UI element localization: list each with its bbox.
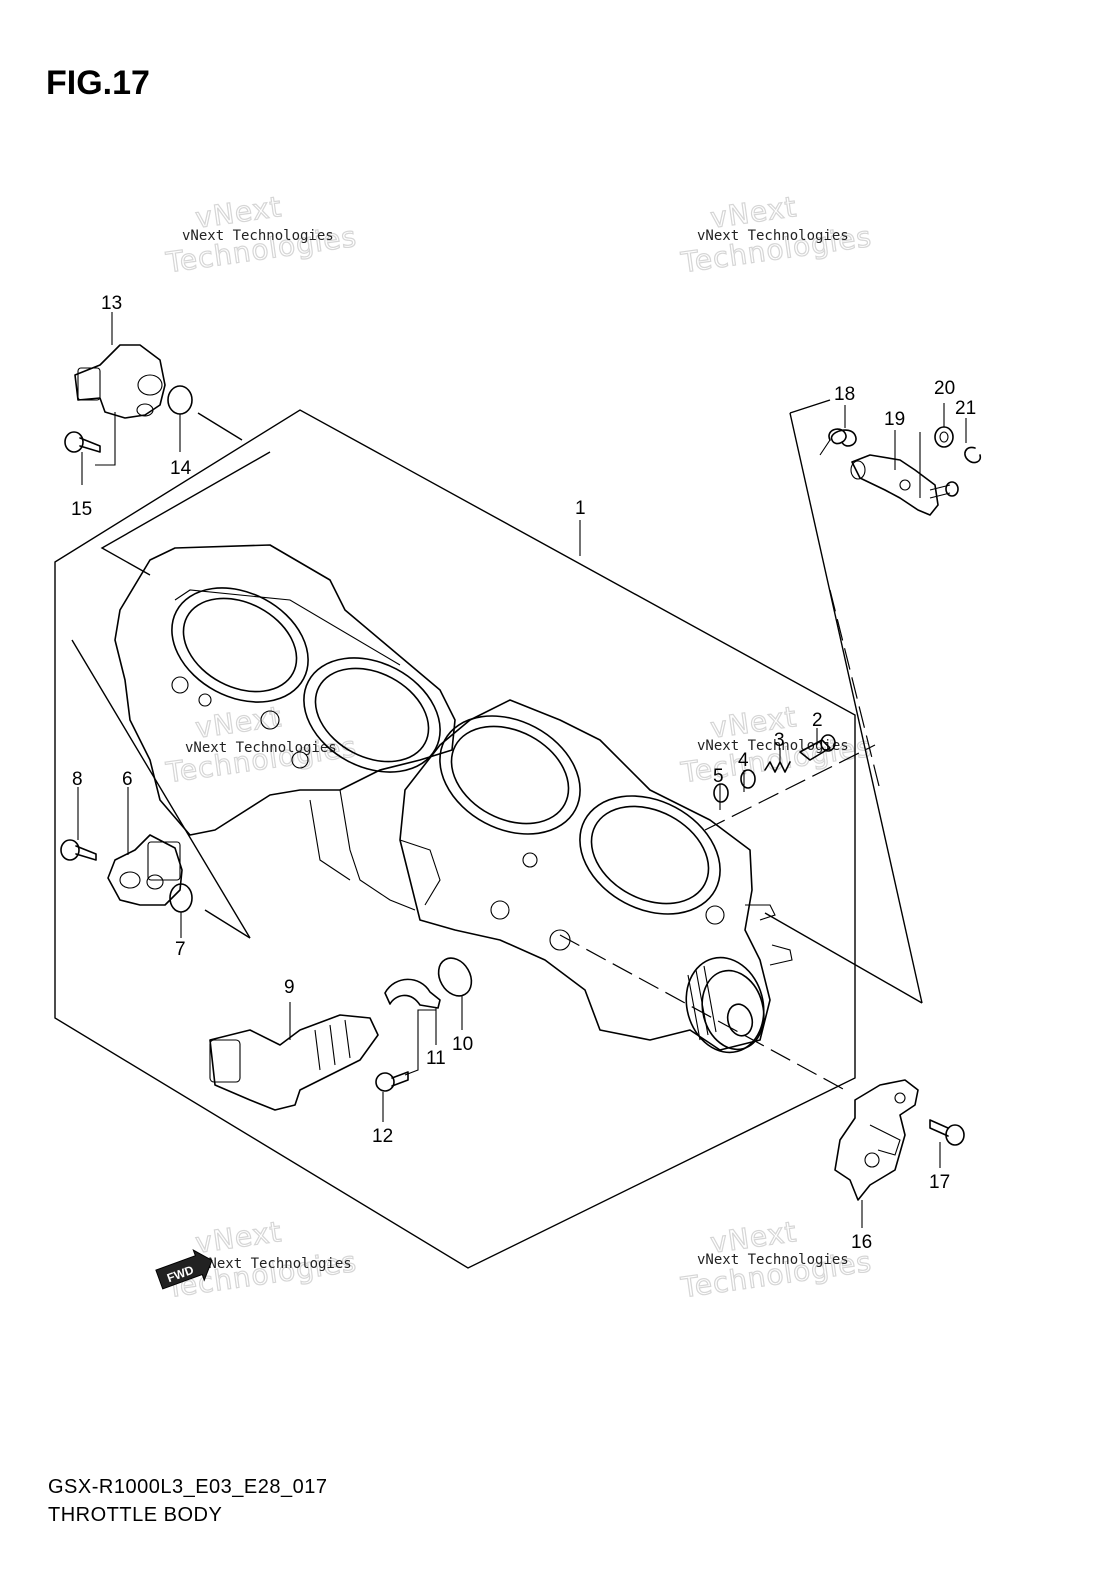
leader-15b <box>95 412 116 466</box>
washer-20 <box>934 426 954 448</box>
diagram-code: GSX-R1000L3_E03_E28_017 <box>48 1476 328 1498</box>
callout-17: 17 <box>929 1172 950 1193</box>
spring-3 <box>764 761 791 773</box>
figure-title: FIG.17 <box>46 64 150 102</box>
link-frame-right <box>789 399 831 414</box>
watermark-text: vNext Technologies <box>185 740 337 756</box>
callout-6: 6 <box>122 769 133 790</box>
watermark-technologies-big: Technologies <box>163 730 359 790</box>
callout-7: 7 <box>175 939 186 960</box>
lever-19 <box>850 454 959 516</box>
washer-4 <box>740 769 756 789</box>
oring-14 <box>167 385 193 415</box>
callout-14: 14 <box>170 458 192 479</box>
callout-21: 21 <box>955 398 976 419</box>
sensor-9 <box>209 1014 379 1111</box>
sensor-group-leader <box>100 451 271 576</box>
oring-10 <box>437 957 473 997</box>
callout-1: 1 <box>575 498 586 519</box>
watermark-text: vNext Technologies <box>200 1256 352 1272</box>
watermark-bottom-left: vNext Technologies <box>163 1214 360 1305</box>
watermark-text: vNext Technologies <box>697 738 849 754</box>
callout-11: 11 <box>426 1048 446 1069</box>
callout-16: 16 <box>851 1232 872 1253</box>
callout-8: 8 <box>72 769 83 790</box>
watermark-vnext-big: vNext <box>193 1215 284 1260</box>
spring-18 <box>819 428 857 456</box>
sensor-frame-left <box>71 639 251 939</box>
oring-5 <box>713 783 729 803</box>
link-frame-right <box>789 412 923 1004</box>
callout-10: 10 <box>452 1034 473 1055</box>
callout-5: 5 <box>713 766 724 787</box>
throttle-body-drawing <box>114 544 793 1054</box>
callout-18: 18 <box>834 384 855 405</box>
axis-line <box>829 589 881 791</box>
forward-arrow-icon: FWD <box>155 1249 213 1290</box>
washer-20-hole <box>939 431 949 443</box>
sensor-13 <box>74 344 166 419</box>
screw-17 <box>929 1119 965 1146</box>
axis-line <box>704 744 876 831</box>
clamp-11 <box>384 978 441 1009</box>
screw-2 <box>799 734 836 761</box>
callout-19: 19 <box>884 409 905 430</box>
oring-7 <box>169 883 193 913</box>
watermark-text: vNext Technologies <box>182 228 334 244</box>
screw-8 <box>60 839 97 861</box>
callout-13: 13 <box>101 293 122 314</box>
watermark-text: vNext Technologies <box>697 1252 849 1268</box>
leader-11b <box>404 1009 436 1076</box>
clip-21 <box>964 446 982 464</box>
assembly-frame <box>54 409 856 1269</box>
bracket-16 <box>834 1079 919 1201</box>
watermark-vnext-big: vNext <box>193 700 284 745</box>
watermark-text: vNext Technologies <box>697 228 849 244</box>
callout-3: 3 <box>774 730 785 751</box>
callout-12: 12 <box>372 1126 393 1147</box>
callout-20: 20 <box>934 378 955 399</box>
sensor-frame-left <box>204 909 251 939</box>
screw-15 <box>64 431 101 453</box>
screw-12 <box>375 1071 409 1092</box>
callout-9: 9 <box>284 977 295 998</box>
link-frame-right <box>764 912 923 1004</box>
sensor-group-leader <box>197 412 243 441</box>
callout-4: 4 <box>738 750 749 771</box>
callout-15: 15 <box>71 499 92 520</box>
diagram-name: THROTTLE BODY <box>48 1504 223 1526</box>
callout-2: 2 <box>812 710 823 731</box>
